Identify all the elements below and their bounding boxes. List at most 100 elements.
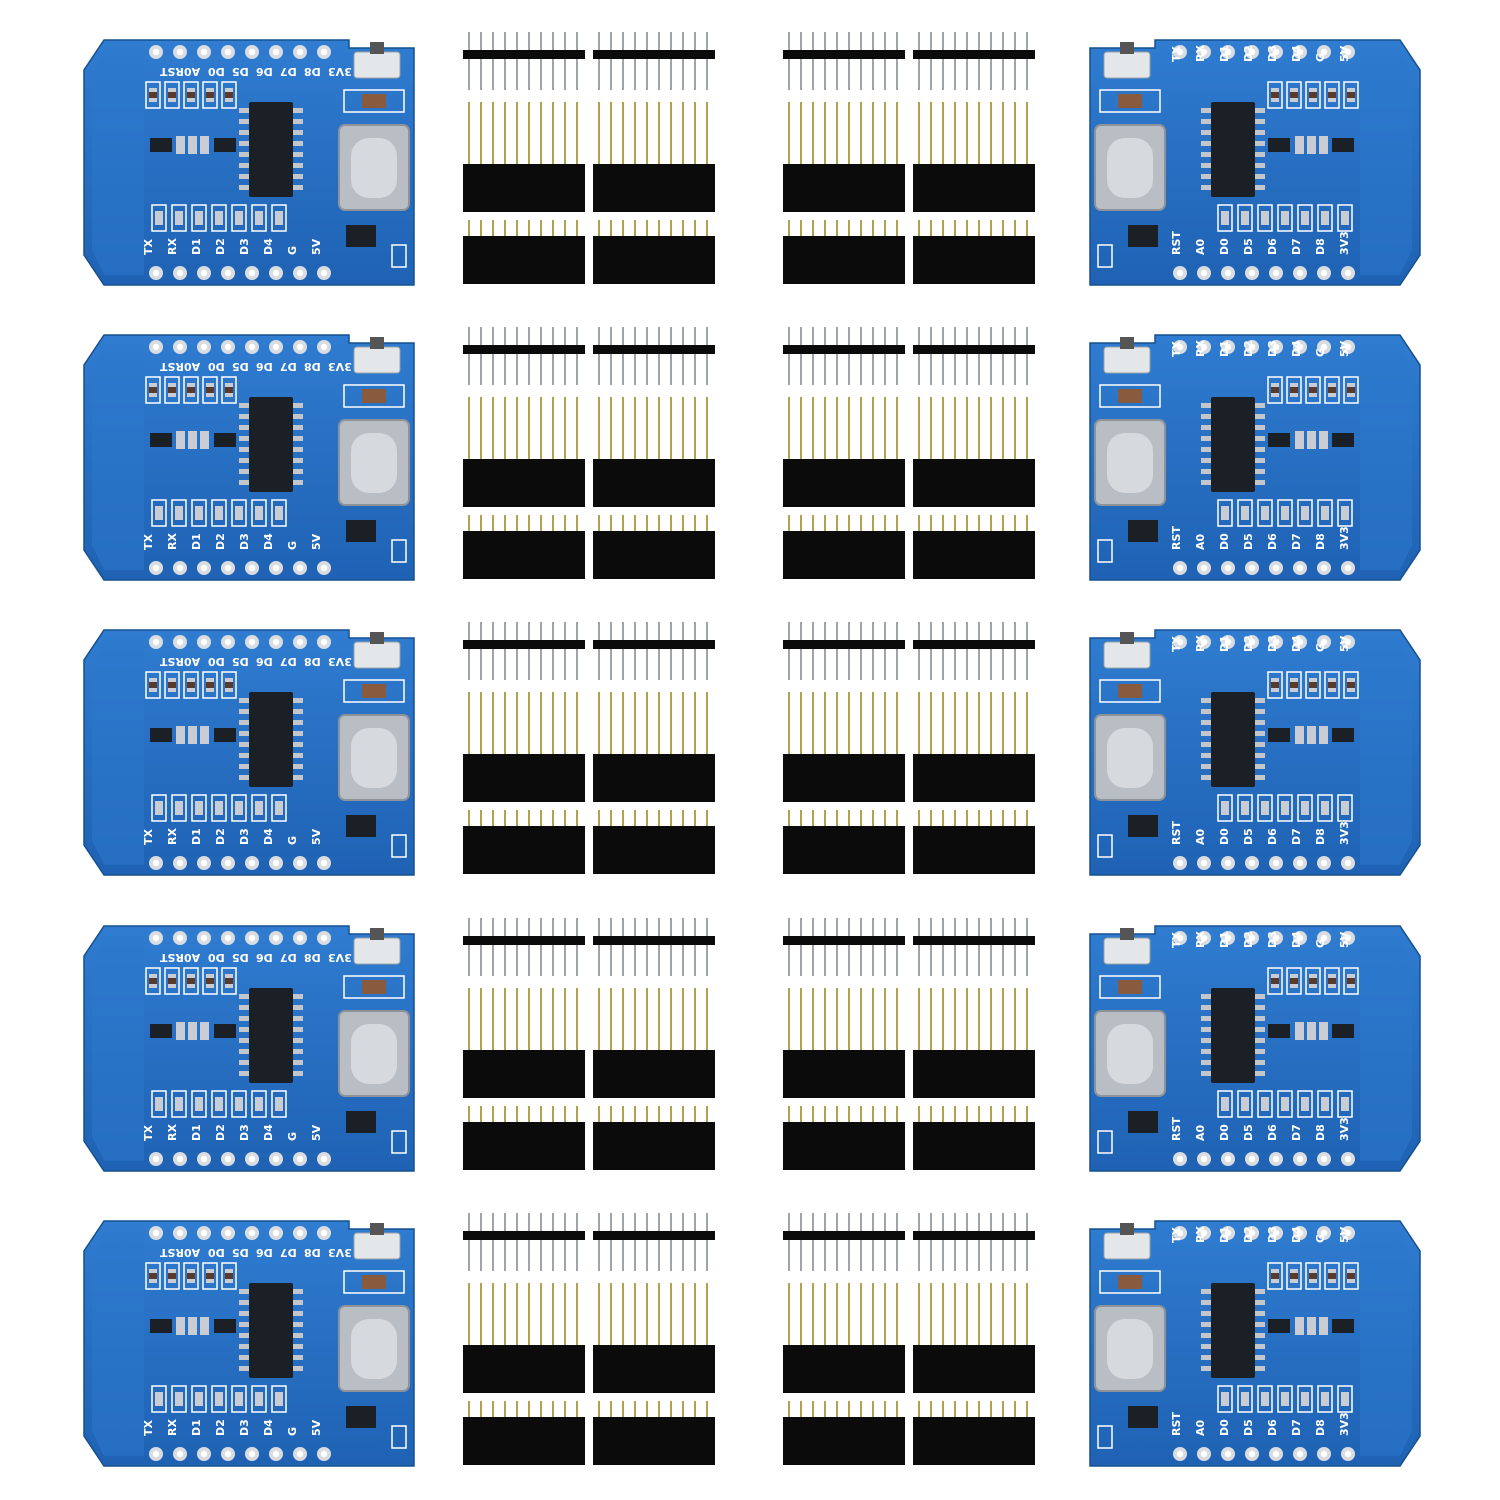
- transistor: [1332, 433, 1354, 447]
- silk-label: D4: [262, 238, 275, 255]
- silk-label: D3: [238, 238, 251, 255]
- smd-pad-outline: [1317, 1385, 1333, 1413]
- smd-resistor: [175, 801, 183, 815]
- smd-pad-outline: [202, 967, 218, 995]
- ic-pin: [239, 1300, 249, 1305]
- ic-pin: [1255, 1333, 1265, 1338]
- smd-resistor: [255, 801, 263, 815]
- smd-resistor-body: [1271, 978, 1279, 984]
- reset-button: [1103, 937, 1151, 965]
- silk-label: D0: [208, 1246, 225, 1259]
- pin-hole-inner: [296, 1155, 304, 1163]
- stack-header-block: [463, 164, 585, 212]
- silk-label: D2: [214, 1124, 227, 1141]
- smd-small: [176, 1022, 185, 1040]
- smd-resistor: [1261, 1097, 1269, 1111]
- silk-label: D3: [238, 1124, 251, 1141]
- smd-small: [176, 136, 185, 154]
- pin-hole-inner: [152, 1450, 160, 1458]
- smd-pad-outline: [211, 794, 227, 822]
- antenna-area: [1360, 1231, 1412, 1456]
- silk-label: A0: [1194, 1419, 1207, 1436]
- smd-resistor: [1241, 801, 1249, 815]
- pin-hole-inner: [1248, 859, 1256, 867]
- pin-hole-inner: [272, 564, 280, 572]
- silk-label: D7: [280, 360, 297, 373]
- smd-small: [1295, 726, 1304, 744]
- silk-label: G: [1314, 939, 1327, 948]
- capacitor: [1118, 980, 1142, 994]
- pin-hole-inner: [1200, 269, 1208, 277]
- smd-resistor: [1261, 1392, 1269, 1406]
- antenna-area: [1360, 640, 1412, 865]
- ic-pin: [1255, 119, 1265, 124]
- ic-pin: [1201, 1038, 1211, 1043]
- capacitor: [1118, 684, 1142, 698]
- ic-pin: [1201, 458, 1211, 463]
- capacitor: [1118, 1275, 1142, 1289]
- pin-hole-inner: [1200, 638, 1208, 646]
- ic-pin: [239, 130, 249, 135]
- pin-hole-inner: [1176, 638, 1184, 646]
- silk-label: RST: [160, 951, 184, 964]
- male-header-bar: [593, 50, 715, 59]
- ic-pin: [1255, 698, 1265, 703]
- ic-pin: [293, 185, 303, 190]
- silk-label: TX: [142, 238, 155, 255]
- stack-header-block: [913, 754, 1035, 802]
- ic-pin: [293, 1322, 303, 1327]
- silk-label: D8: [1314, 533, 1327, 550]
- pin-hole-inner: [1320, 1450, 1328, 1458]
- female-header-block: [783, 236, 905, 284]
- reset-button-cap: [370, 337, 384, 349]
- silk-label: RST: [160, 65, 184, 78]
- transistor: [1332, 138, 1354, 152]
- ic-pin: [293, 720, 303, 725]
- smd-resistor: [1321, 1392, 1329, 1406]
- ic-pin: [1201, 152, 1211, 157]
- reset-button: [1103, 51, 1151, 79]
- silk-label: A0: [1194, 1124, 1207, 1141]
- smd-resistor-body: [1309, 978, 1317, 984]
- silk-label: D7: [280, 65, 297, 78]
- silk-label: D6: [256, 1246, 273, 1259]
- silk-label: D8: [1314, 238, 1327, 255]
- ic-pin: [1201, 1016, 1211, 1021]
- pin-hole-inner: [1224, 269, 1232, 277]
- silk-label: 3V3: [1338, 1117, 1351, 1141]
- male-header-bar: [913, 640, 1035, 649]
- smd-pad-outline: [1343, 81, 1359, 109]
- smd-resistor-body: [206, 682, 214, 688]
- ic-pin: [239, 1027, 249, 1032]
- ic-pin: [239, 1311, 249, 1316]
- silk-label: D7: [280, 1246, 297, 1259]
- smd-resistor-body: [225, 1273, 233, 1279]
- ic-pin: [1201, 720, 1211, 725]
- pin-hole-inner: [1296, 269, 1304, 277]
- smd-resistor: [1281, 1097, 1289, 1111]
- stack-header-block: [463, 1050, 585, 1098]
- smd-resistor-body: [1290, 978, 1298, 984]
- ic-chip: [249, 102, 293, 197]
- ic-pin: [239, 720, 249, 725]
- pin-hole-inner: [320, 343, 328, 351]
- smd-pad-outline: [164, 376, 180, 404]
- regulator: [1128, 520, 1158, 542]
- silk-label: D3: [1266, 635, 1279, 652]
- smd-pad-outline: [1297, 204, 1313, 232]
- pin-hole-inner: [1272, 859, 1280, 867]
- male-header-bar: [783, 50, 905, 59]
- pin-hole-inner: [1272, 48, 1280, 56]
- silk-label: D0: [1218, 238, 1231, 255]
- silk-label: 3V3: [1338, 231, 1351, 255]
- diode-outline: [1097, 539, 1113, 563]
- smd-pad-outline: [1267, 1262, 1283, 1290]
- smd-pad-outline: [145, 967, 161, 995]
- pin-hole-inner: [200, 48, 208, 56]
- silk-label: D4: [1290, 45, 1303, 62]
- silk-label: D2: [1242, 931, 1255, 948]
- ic-pin: [239, 764, 249, 769]
- smd-pad-outline: [271, 204, 287, 232]
- silk-label: D1: [190, 1419, 203, 1436]
